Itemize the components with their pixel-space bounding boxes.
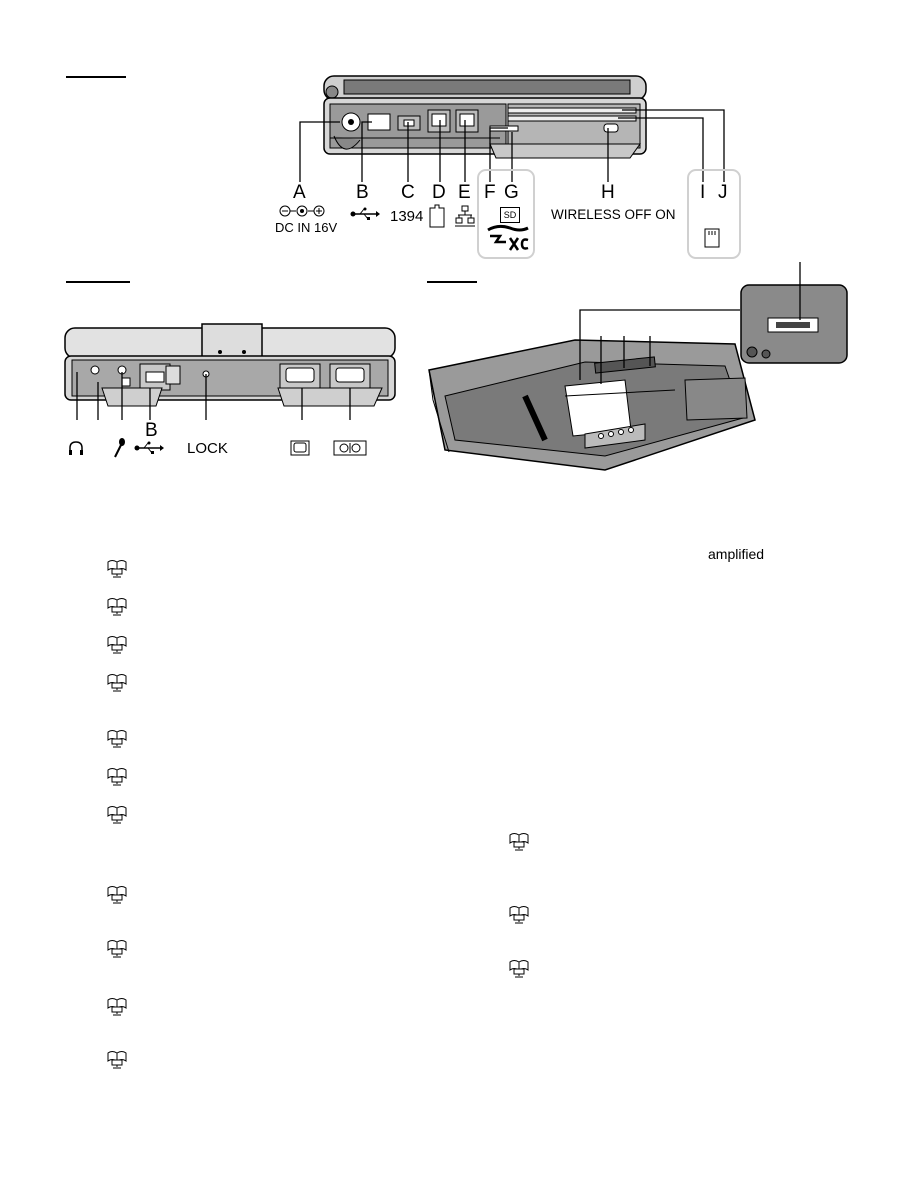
serial-icon xyxy=(333,440,367,456)
laptop-bottom-illustration xyxy=(428,339,756,471)
manual-reference-icon xyxy=(107,730,127,748)
sd-badge: SD xyxy=(500,207,520,223)
manual-reference-icon xyxy=(107,636,127,654)
callout-b: B xyxy=(356,182,369,203)
manual-reference-icon xyxy=(107,940,127,958)
dc-polarity-icon xyxy=(279,205,325,217)
sim-card-icon xyxy=(704,228,720,248)
heading-rule-left xyxy=(66,281,130,283)
firewire-label: 1394 xyxy=(390,208,424,225)
callout-g: G xyxy=(504,182,519,203)
callout-j: J xyxy=(718,182,728,203)
manual-reference-icon xyxy=(509,906,529,924)
manual-reference-icon xyxy=(509,833,529,851)
manual-reference-icon xyxy=(107,1051,127,1069)
manual-reference-icon xyxy=(509,960,529,978)
manual-reference-icon xyxy=(107,806,127,824)
manual-reference-icon xyxy=(107,674,127,692)
callout-i: I xyxy=(700,182,706,203)
callout-f: F xyxy=(484,182,496,203)
laptop-left-side-illustration xyxy=(64,323,396,407)
heading-rule-bottom xyxy=(427,281,477,283)
left-callout-b: B xyxy=(145,420,158,441)
headphone-icon xyxy=(69,441,83,455)
modem-icon xyxy=(429,204,445,228)
left-leader-lines xyxy=(76,372,351,420)
callout-c: C xyxy=(401,182,415,203)
manual-reference-icon xyxy=(107,998,127,1016)
amplified-text: amplified xyxy=(708,546,765,562)
display-icon xyxy=(290,440,310,456)
laptop-side-illustration xyxy=(323,75,647,159)
bottom-leader-lines xyxy=(579,262,801,384)
callout-a: A xyxy=(293,182,306,203)
heading-rule-top xyxy=(66,76,126,78)
manual-reference-icon xyxy=(107,598,127,616)
callout-e: E xyxy=(458,182,471,203)
lock-label: LOCK xyxy=(187,440,228,457)
microphone-icon xyxy=(114,438,125,458)
callout-h: H xyxy=(601,182,615,203)
callout-d: D xyxy=(432,182,446,203)
manual-reference-icon xyxy=(107,768,127,786)
lan-icon xyxy=(455,205,475,227)
sd-badge-text: SD xyxy=(503,210,517,220)
usb-icon xyxy=(350,207,380,220)
sdxc-logo xyxy=(487,224,529,251)
manual-reference-icon xyxy=(107,560,127,578)
usb-icon-left xyxy=(134,441,164,454)
wireless-switch-label: WIRELESS OFF ON xyxy=(551,207,676,222)
top-leader-lines xyxy=(299,109,741,259)
dc-in-label: DC IN 16V xyxy=(275,220,338,235)
manual-reference-icon xyxy=(107,886,127,904)
